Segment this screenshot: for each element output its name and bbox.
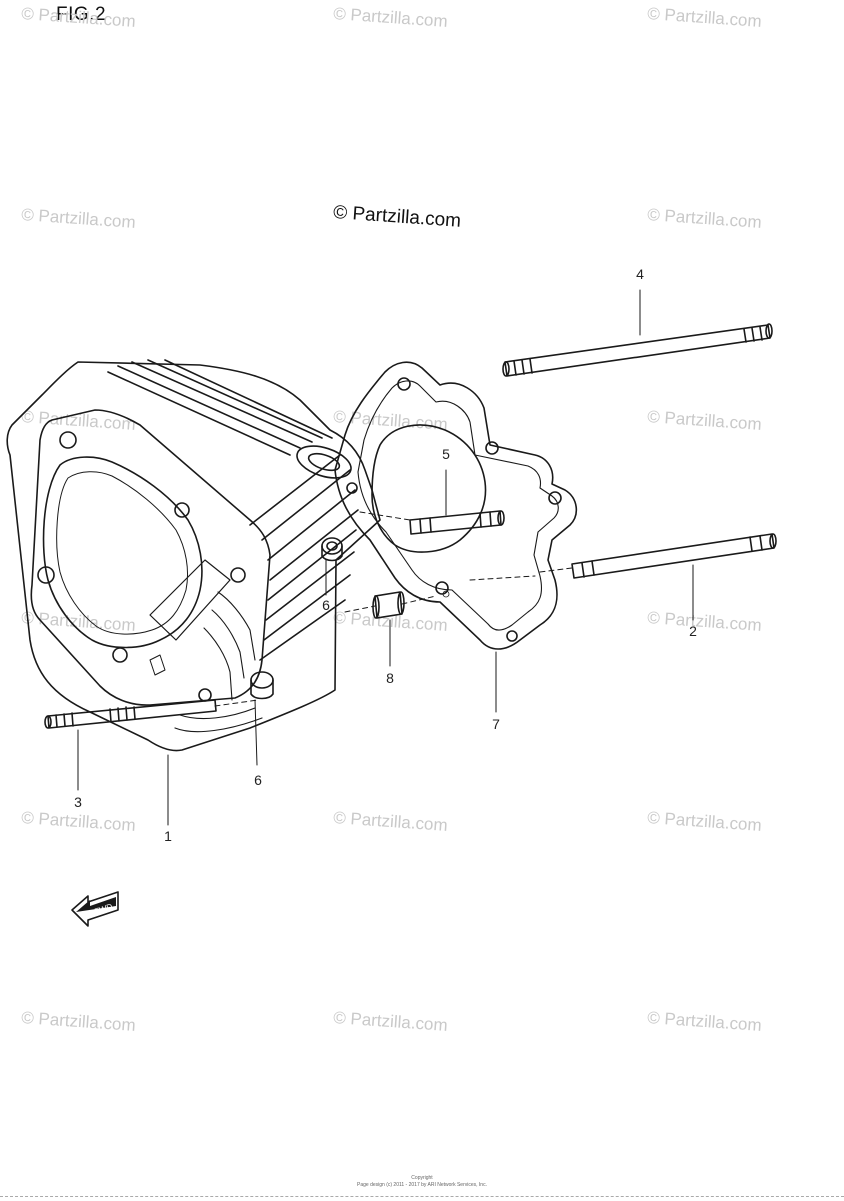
callout-5[interactable]: 5 (442, 446, 450, 462)
figure-title: FIG.2 (56, 4, 107, 25)
stud-bolt-mid[interactable] (409, 510, 505, 535)
callout-1[interactable]: 1 (164, 828, 172, 844)
cylinder-block[interactable] (6, 359, 381, 752)
dowel-pin-upper[interactable] (321, 537, 343, 562)
callout-8[interactable]: 8 (386, 670, 394, 686)
footer-line-2: Page design (c) 2011 - 2017 by ARI Netwo… (357, 1182, 487, 1188)
callout-6-lower[interactable]: 6 (254, 772, 262, 788)
stud-bolt-long-upper[interactable] (502, 323, 773, 377)
leader-lines (77, 289, 694, 826)
callout-2[interactable]: 2 (689, 623, 697, 639)
forward-arrow-icon: FWD (71, 891, 119, 927)
copyright-footer: Copyright Page design (c) 2011 - 2017 by… (0, 1175, 844, 1189)
callout-6-upper[interactable]: 6 (322, 597, 330, 613)
callout-3[interactable]: 4 (636, 266, 644, 282)
dowel-pin-lower[interactable] (250, 671, 274, 700)
cylinder-gasket[interactable] (334, 361, 578, 650)
footer-line-1: Copyright (411, 1175, 433, 1181)
stud-bolt-short[interactable] (44, 699, 217, 729)
page-edge (0, 1196, 844, 1201)
gasket-dowel[interactable] (372, 591, 405, 619)
stud-bolt-long-lower[interactable] (571, 533, 777, 579)
callout-4[interactable]: 3 (74, 794, 82, 810)
callout-7[interactable]: 7 (492, 716, 500, 732)
